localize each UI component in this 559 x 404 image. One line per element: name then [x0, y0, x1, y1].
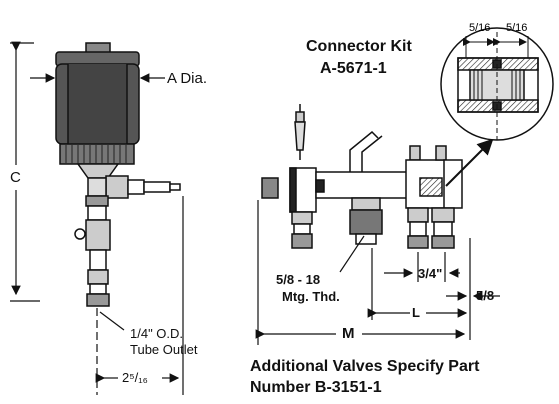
dim-lines-right	[255, 200, 500, 345]
dim-5-8-label: 5/8	[476, 288, 495, 303]
tube-outlet-label: Tube Outlet	[130, 342, 198, 357]
tube-outlet-size: 1/4" O.D.	[130, 326, 184, 341]
footer-line-2: Number B-3151-1	[250, 379, 382, 396]
dim-c-label: C	[10, 169, 21, 186]
tube-outlet-leader	[95, 196, 184, 395]
detail-dim-right: 5/16	[506, 22, 528, 34]
dim-c-line	[10, 41, 40, 302]
mtg-thread-size: 5/8 - 18	[276, 272, 321, 287]
reservoir-assembly	[55, 42, 181, 307]
dim-l-label: L	[412, 305, 420, 320]
connector-kit-title: Connector Kit	[306, 38, 412, 55]
connector-kit-part: A-5671-1	[320, 60, 387, 77]
dim-a-label: A Dia.	[167, 70, 208, 87]
connector-detail	[440, 27, 554, 141]
footer-line-1: Additional Valves Specify Part	[250, 358, 480, 375]
dim-3-4-label: 3/4"	[418, 266, 443, 281]
detail-leader-arrow	[445, 138, 494, 187]
dim-m-label: M	[342, 325, 355, 342]
dim-width-label: 2⁵/₁₆	[122, 370, 148, 385]
mtg-thread-label: Mtg. Thd.	[282, 289, 340, 304]
manifold-assembly	[261, 104, 463, 249]
detail-dim-left: 5/16	[469, 22, 491, 34]
mtg-thread-leader	[339, 235, 365, 273]
